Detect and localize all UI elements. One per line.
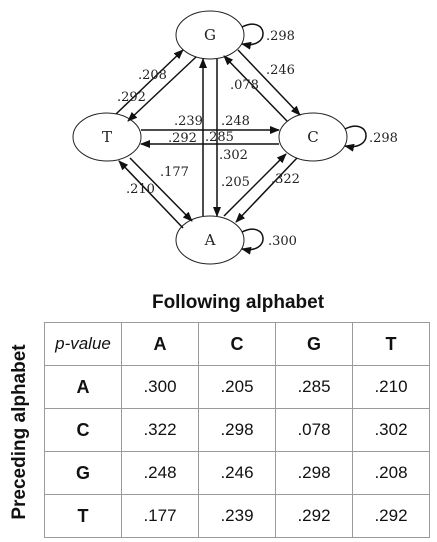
node-t [72, 112, 142, 162]
transition-table: p-value A C G T A .300 .205 .285 .210 C … [44, 322, 430, 538]
row-axis-label-text: Preceding alphabet [9, 344, 30, 520]
table-cell: .292 [352, 494, 430, 538]
table-cell: .208 [352, 451, 430, 495]
table-title: Following alphabet [151, 292, 325, 313]
table-row: G .248 .246 .298 .208 [44, 451, 430, 495]
node-g [175, 10, 245, 60]
edge-label-g-t: .292 [117, 90, 146, 105]
edge-label-a-t: .210 [126, 182, 155, 197]
table-cell: .177 [121, 494, 199, 538]
table-cell: .300 [121, 365, 199, 409]
row-header-g: G [44, 451, 122, 495]
edge-a-self [241, 228, 264, 255]
edge-label-g-c: .246 [266, 63, 295, 78]
node-t-label: T [102, 128, 112, 146]
table-cell: .210 [352, 365, 430, 409]
table-cell: .298 [275, 451, 353, 495]
node-c-label: C [307, 128, 318, 146]
edge-g-t [127, 56, 197, 122]
edge-label-c-t: .292 [168, 131, 197, 146]
column-header-g: G [275, 322, 353, 366]
edge-c-g [223, 55, 288, 122]
edge-label-g-a: .248 [221, 114, 250, 129]
transition-diagram: G T C A .298 .298 .300 .246 .078 .208 .2… [72, 10, 398, 265]
edge-a-t [118, 160, 184, 229]
edge-c-self [344, 125, 367, 152]
row-header-a: A [44, 365, 122, 409]
table-row: A .300 .205 .285 .210 [44, 365, 430, 409]
table-cell: .239 [198, 494, 276, 538]
table-cell: .078 [275, 408, 353, 452]
edge-g-c [237, 49, 301, 116]
table-corner-cell: p-value [44, 322, 122, 366]
table-cell: .292 [275, 494, 353, 538]
row-header-t: T [44, 494, 122, 538]
table-row: T .177 .239 .292 .292 [44, 494, 430, 538]
edge-label-a-g: .285 [205, 130, 234, 145]
edge-c-a [235, 157, 298, 223]
edge-label-a-c-outer: .322 [271, 172, 300, 187]
node-g-label: G [204, 26, 216, 44]
column-header-c: C [198, 322, 276, 366]
node-c [278, 112, 348, 162]
edge-label-t-g: .208 [138, 68, 167, 83]
edge-g-self [241, 23, 264, 50]
edge-a-c [223, 153, 287, 217]
node-a-label: A [204, 231, 216, 249]
table-cell: .205 [198, 365, 276, 409]
row-header-c: C [44, 408, 122, 452]
edge-label-c-g: .078 [230, 78, 259, 93]
table-cell: .298 [198, 408, 276, 452]
table-cell: .322 [121, 408, 199, 452]
node-a [175, 215, 245, 265]
table-row: C .322 .298 .078 .302 [44, 408, 430, 452]
edge-label-t-c: .239 [174, 114, 203, 129]
table-cell: .285 [275, 365, 353, 409]
edge-label-a-self: .300 [268, 234, 297, 249]
table-cell: .246 [198, 451, 276, 495]
table-cell: .248 [121, 451, 199, 495]
edge-t-g [115, 49, 184, 115]
edge-label-t-a: .177 [160, 165, 189, 180]
edge-label-a-c: .205 [221, 175, 250, 190]
edge-t-a [129, 157, 193, 222]
edge-label-c-self: .298 [369, 131, 398, 146]
column-header-a: A [121, 322, 199, 366]
edge-label-g-self: .298 [266, 29, 295, 44]
table-header-row: p-value A C G T [44, 322, 430, 366]
table-cell: .302 [352, 408, 430, 452]
column-header-t: T [352, 322, 430, 366]
edge-label-c-a: .302 [219, 148, 248, 163]
